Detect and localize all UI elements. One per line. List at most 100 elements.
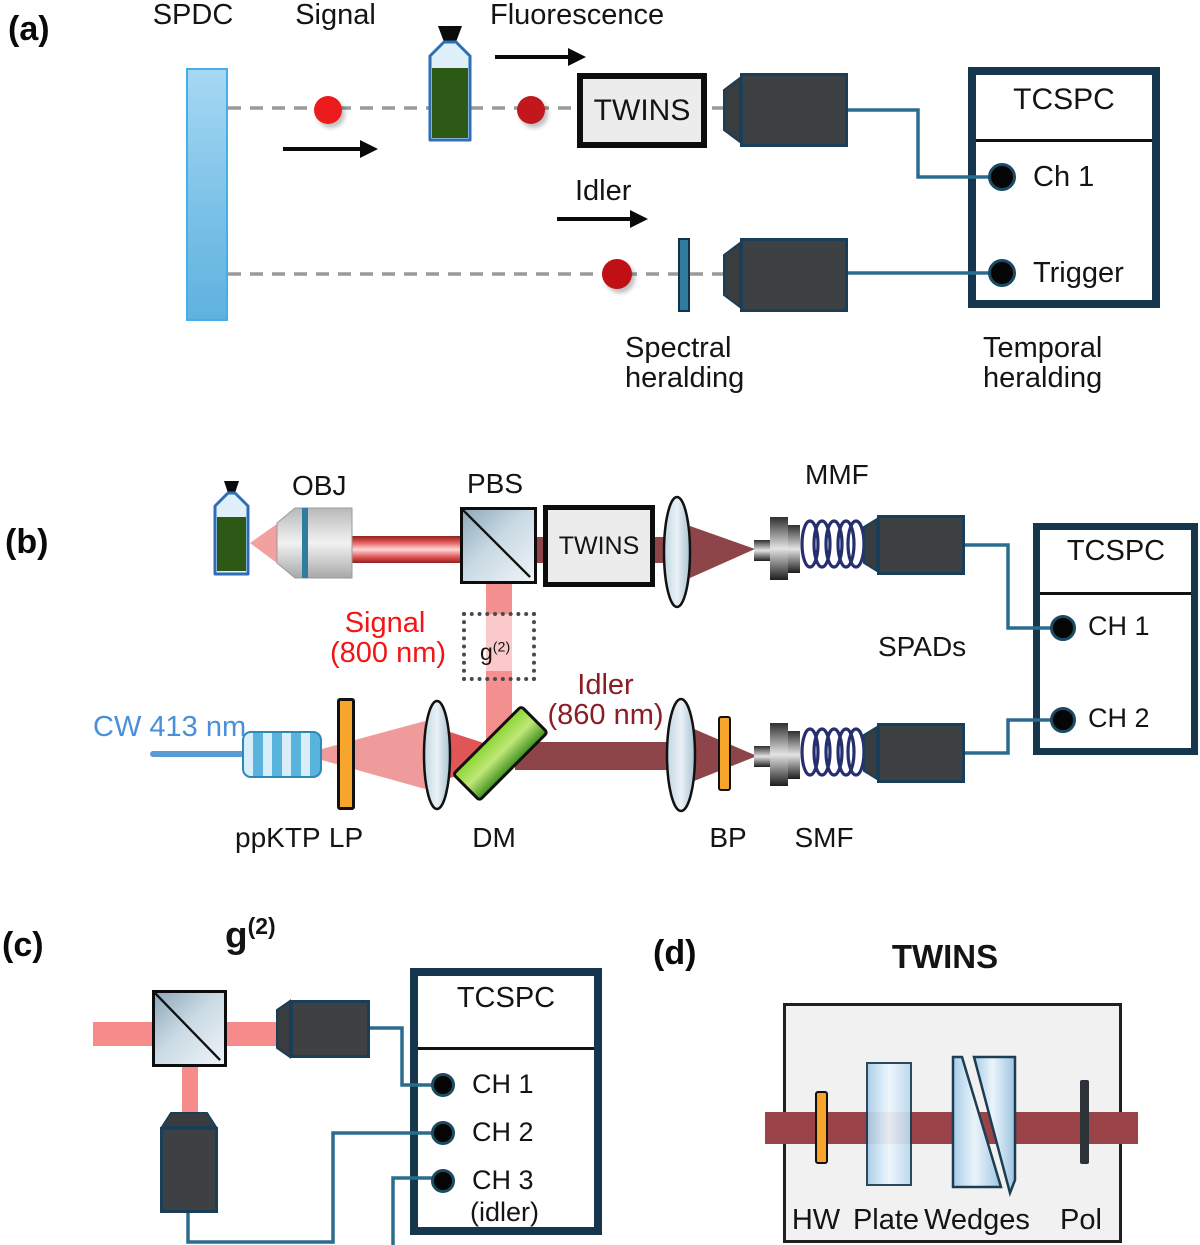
signal-line1: Signal (344, 607, 426, 639)
ch1-port-c (431, 1073, 455, 1097)
wedge-right (972, 1055, 1017, 1198)
wire-ch1-b (965, 543, 1054, 630)
obj-label: OBJ (292, 470, 347, 501)
tcspc-title-a: TCSPC (1013, 83, 1115, 116)
wedge-left (951, 1055, 1003, 1189)
g2-sup: (2) (492, 639, 511, 656)
fluorescence-photon-dot (517, 96, 545, 124)
signal-arrow (283, 140, 378, 158)
idler-lens (665, 697, 697, 813)
panel-d-tag: (d) (653, 934, 697, 972)
dichroic-mirror (453, 706, 548, 801)
beam-obj-to-pbs (352, 536, 462, 563)
beam-signal-down-1 (486, 584, 512, 614)
ch3-label-c: CH 3 (472, 1165, 534, 1195)
signal-photon-dot (314, 96, 342, 124)
twins-label-a: TWINS (593, 93, 691, 127)
tcspc-title-c: TCSPC (456, 982, 556, 1014)
idler-line1: Idler (577, 669, 634, 701)
fiber-coupler-mmf (754, 517, 800, 580)
birefringent-plate (866, 1062, 912, 1186)
idler-line2: (860 nm) (547, 699, 664, 732)
ch2-port-c (431, 1121, 455, 1145)
signal-label: Signal (295, 0, 376, 31)
ppktp-label: ppKTP (235, 822, 321, 853)
signal-wavelength-label: Signal (800 nm) (330, 607, 446, 669)
focusing-lens (422, 699, 452, 811)
ch3-note-c: (idler) (470, 1197, 540, 1227)
ch1-label-b: CH 1 (1088, 611, 1150, 641)
temporal-line1: Temporal (983, 332, 1103, 364)
ch1-label-c: CH 1 (472, 1069, 534, 1099)
hw-label: HW (791, 1204, 841, 1236)
ch2-label-b: CH 2 (1088, 703, 1150, 733)
spad-smf (877, 723, 965, 783)
signal-line2: (800 nm) (330, 637, 447, 670)
pol-label: Pol (1060, 1204, 1102, 1236)
collimating-lens (662, 495, 692, 609)
ppktp-crystal (242, 731, 322, 778)
ch2-label-c: CH 2 (472, 1117, 534, 1147)
beam-idler (515, 742, 672, 770)
mmf-label: MMF (805, 459, 869, 490)
spdc-label: SPDC (152, 0, 234, 31)
dm-label: DM (472, 822, 516, 853)
sample-bottle-b (213, 481, 250, 576)
g2-gate-label: g(2) (480, 640, 510, 664)
spad-mmf (877, 515, 965, 575)
ch1-port-a (988, 163, 1016, 191)
beam-signal-in-g2 (486, 614, 512, 671)
tcspc-divider-a (976, 139, 1152, 142)
beam-c-reflected (182, 1066, 198, 1115)
spdc-crystal (186, 68, 228, 321)
panel-c-tag: (c) (2, 926, 44, 964)
beam-sample-cone (250, 521, 281, 566)
spectral-line2: heralding (625, 362, 745, 395)
g2-gate-box: g(2) (462, 612, 536, 681)
smf-label: SMF (794, 822, 854, 853)
sample-bottle-a (428, 26, 472, 142)
tcspc-title-b: TCSPC (1066, 535, 1166, 567)
beam-ppktp-to-lens (318, 721, 425, 789)
idler-wavelength-label: Idler (860 nm) (543, 670, 668, 731)
detector-c-bottom (160, 1127, 218, 1213)
wedges-label: Wedges (924, 1204, 1030, 1236)
wire-ch1-c (370, 1026, 434, 1087)
ch1-label-a: Ch 1 (1033, 161, 1095, 193)
objective-lens (276, 507, 353, 579)
ch1-port-b (1050, 615, 1076, 641)
ch3-port-c (431, 1169, 455, 1193)
trigger-label-a: Trigger (1033, 257, 1124, 289)
trigger-port-a (988, 259, 1016, 287)
fiber-coupler-smf (754, 723, 800, 786)
spectral-heralding-label: Spectral heralding (625, 333, 744, 394)
g2-title-sup: (2) (247, 913, 276, 939)
polarizer (1080, 1080, 1089, 1164)
pump-beam (150, 751, 248, 757)
panel-b-tag: (b) (5, 523, 49, 561)
plate-label: Plate (852, 1204, 920, 1236)
beam-c-in (93, 1022, 153, 1046)
pbs-cube (460, 507, 537, 584)
g2-title-base: g (225, 914, 248, 956)
spectral-filter (678, 238, 690, 312)
fluorescence-label: Fluorescence (490, 0, 665, 31)
twins-label-b: TWINS (558, 531, 640, 560)
spectral-line1: Spectral (625, 332, 732, 364)
temporal-heralding-label: Temporal heralding (983, 333, 1102, 394)
beam-twins-focus-cone (690, 526, 755, 578)
g2-base: g (480, 639, 493, 665)
idler-arrow (557, 210, 648, 228)
panel-a-tag: (a) (8, 10, 50, 48)
fluorescence-arrow (495, 48, 586, 66)
pump-label: CW 413 nm (93, 711, 247, 743)
bandpass-filter (718, 716, 731, 791)
detector-fluorescence (740, 73, 848, 147)
longpass-filter (337, 698, 355, 810)
detector-c-right (290, 1000, 370, 1058)
g2-title: g(2) (225, 914, 276, 955)
fiber-coil-mmf (800, 519, 866, 569)
twins-box-a: TWINS (577, 73, 707, 148)
wire-ch2-b (965, 718, 1054, 755)
